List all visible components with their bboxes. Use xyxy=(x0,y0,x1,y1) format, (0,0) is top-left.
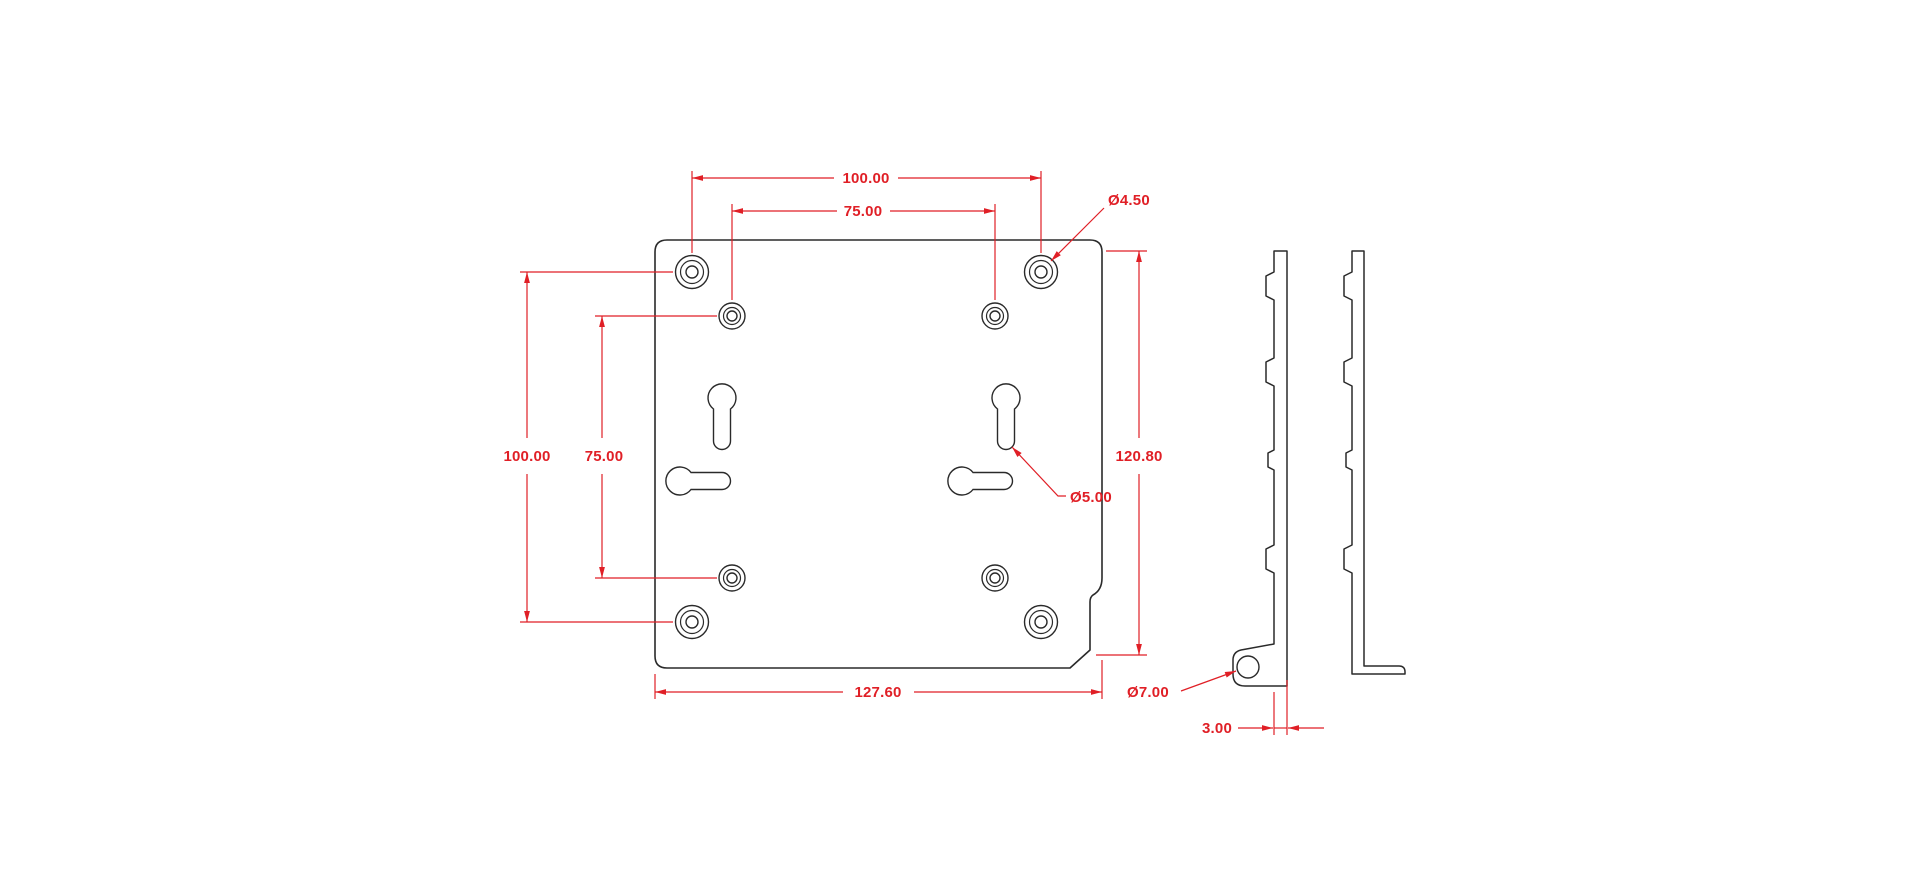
inner-hole-top-left xyxy=(718,302,746,330)
tab-hole xyxy=(1236,655,1260,679)
mounting-plate-outline xyxy=(654,239,1103,669)
dim-plate-width: 127.60 xyxy=(654,660,1103,701)
leader-line xyxy=(1011,446,1066,497)
corner-hole-bottom-left xyxy=(674,604,710,640)
corner-hole-bottom-right xyxy=(1023,604,1059,640)
front-view xyxy=(654,239,1103,669)
right-profile-outline xyxy=(1343,250,1406,675)
dim-right-edge-height: 120.80 xyxy=(1096,250,1162,656)
leader-line xyxy=(1050,207,1105,262)
dim-left-hole-spacing: 100.00 xyxy=(503,271,673,623)
washer-inner xyxy=(722,306,742,326)
screw-hole xyxy=(1034,615,1048,629)
dim-keyhole-slot-diameter: Ø5.00 xyxy=(1011,446,1112,506)
dim-top-inner-hole-spacing: 75.00 xyxy=(731,203,996,300)
screw-hole xyxy=(726,572,738,584)
dim-label: 100.00 xyxy=(503,448,550,465)
dim-label: 3.00 xyxy=(1202,720,1232,737)
corner-hole-top-right xyxy=(1023,254,1059,290)
screw-hole xyxy=(726,310,738,322)
dim-tab-hole-diameter: Ø7.00 xyxy=(1127,670,1237,701)
screw-hole xyxy=(685,265,699,279)
washer-inner xyxy=(679,609,705,635)
dim-label: Ø7.00 xyxy=(1127,684,1169,701)
washer-inner xyxy=(722,568,742,588)
dim-left-inner-hole-spacing: 75.00 xyxy=(585,315,717,579)
screw-hole xyxy=(989,572,1001,584)
dim-label: 75.00 xyxy=(844,203,883,220)
dim-corner-hole-diameter: Ø4.50 xyxy=(1050,192,1150,262)
dim-label: 75.00 xyxy=(585,448,624,465)
dim-plate-thickness: 3.00 xyxy=(1202,680,1324,737)
screw-hole xyxy=(989,310,1001,322)
dim-top-hole-spacing: 100.00 xyxy=(691,170,1042,253)
inner-hole-top-right xyxy=(981,302,1009,330)
screw-hole xyxy=(1034,265,1048,279)
washer-inner xyxy=(679,259,705,285)
dim-label: 120.80 xyxy=(1115,448,1162,465)
dim-label: Ø5.00 xyxy=(1070,489,1112,506)
leader-line xyxy=(1180,670,1237,692)
washer-inner xyxy=(985,306,1005,326)
left-profile-outline xyxy=(1232,250,1288,687)
side-view-right-profile xyxy=(1343,250,1406,675)
keyhole-horizontal-right xyxy=(947,466,1014,496)
inner-hole-bottom-left xyxy=(718,564,746,592)
corner-hole-top-left xyxy=(674,254,710,290)
washer-inner xyxy=(1028,609,1054,635)
dim-label: 100.00 xyxy=(842,170,889,187)
keyhole-vertical-right xyxy=(991,383,1021,451)
washer-inner xyxy=(985,568,1005,588)
screw-hole xyxy=(685,615,699,629)
washer-inner xyxy=(1028,259,1054,285)
dim-label: Ø4.50 xyxy=(1108,192,1150,209)
keyhole-horizontal-left xyxy=(665,466,732,496)
side-view-left-profile xyxy=(1232,250,1288,687)
inner-hole-bottom-right xyxy=(981,564,1009,592)
dim-label: 127.60 xyxy=(854,684,901,701)
keyhole-vertical-left xyxy=(707,383,737,451)
